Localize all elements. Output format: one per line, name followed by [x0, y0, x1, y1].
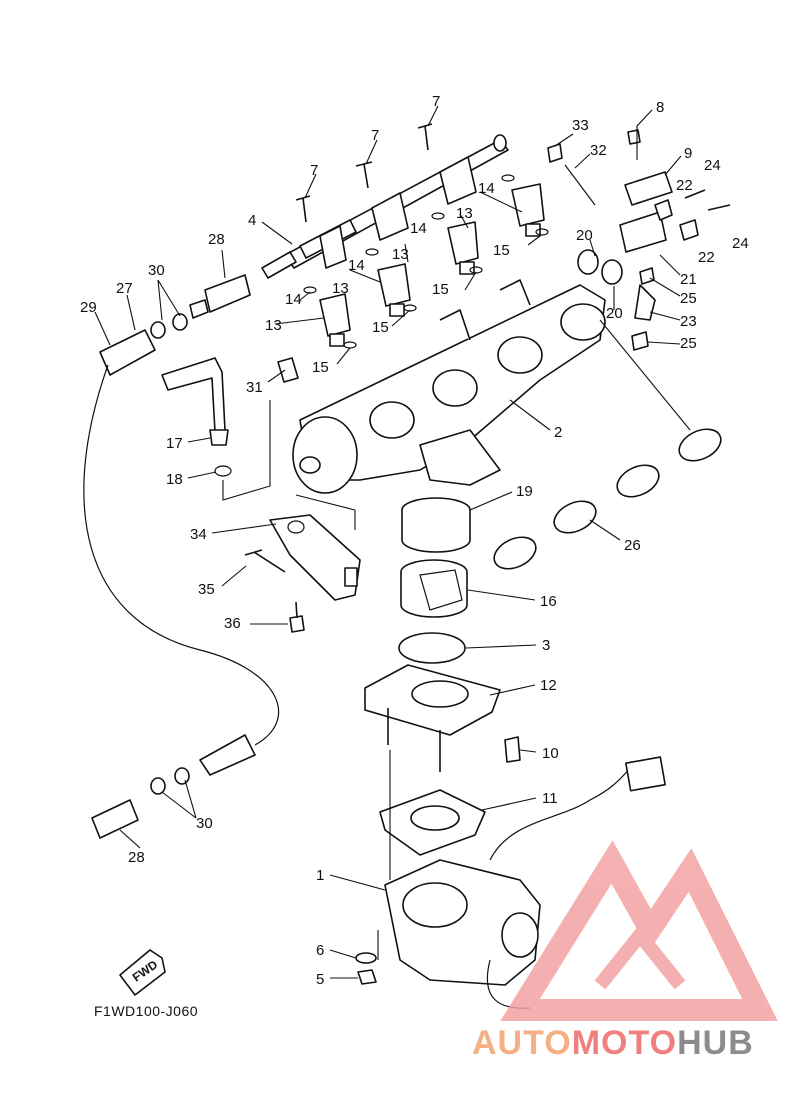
callout-13a: 13: [456, 205, 473, 222]
callout-18: 18: [166, 471, 183, 488]
callout-20b: 20: [606, 305, 623, 322]
watermark-text-moto: MOTO: [572, 1024, 677, 1062]
callout-31: 31: [246, 379, 263, 396]
callout-23: 23: [680, 313, 697, 330]
manifold-gasket: [493, 428, 722, 570]
callout-25a: 25: [680, 290, 697, 307]
callout-33: 33: [572, 117, 589, 134]
injectors: [303, 174, 549, 349]
callout-12: 12: [540, 677, 557, 694]
callout-32: 32: [590, 142, 607, 159]
callout-28a: 28: [208, 231, 225, 248]
callout-15b: 15: [432, 281, 449, 298]
callout-25b: 25: [680, 335, 697, 352]
callout-14d: 14: [285, 291, 302, 308]
callout-6: 6: [316, 942, 324, 959]
callout-10: 10: [542, 745, 559, 762]
callout-20a: 20: [576, 227, 593, 244]
callout-11: 11: [542, 790, 558, 807]
callout-26: 26: [624, 537, 641, 554]
watermark-text-auto: AUTO: [472, 1024, 572, 1062]
callout-15d: 15: [312, 359, 329, 376]
diagram-code: F1WD100-J060: [94, 1003, 198, 1019]
callout-22a: 22: [676, 177, 693, 194]
callout-14b: 14: [410, 220, 427, 237]
callout-36: 36: [224, 615, 241, 632]
rail-bolts: [295, 123, 433, 223]
watermark-triangle-inner: [594, 923, 686, 990]
pressure-sensor-group: [547, 129, 731, 351]
callout-9: 9: [684, 145, 692, 162]
fuel-rail: [261, 134, 509, 279]
watermark-text-hub: HUB: [677, 1024, 754, 1062]
callout-21: 21: [680, 271, 697, 288]
watermark-triangle-outer: [500, 840, 778, 1021]
throttle-sleeve-group: [398, 497, 471, 664]
intake-manifold: [292, 279, 606, 494]
vent-hose-group: [83, 274, 299, 839]
callout-16: 16: [540, 593, 557, 610]
callout-13d: 13: [265, 317, 282, 334]
bracket: [244, 514, 361, 633]
callout-14c: 14: [348, 257, 365, 274]
callout-22b: 22: [698, 249, 715, 266]
callout-4: 4: [248, 212, 256, 229]
watermark-text: AUTOMOTOHUB: [472, 1024, 754, 1062]
callout-24b: 24: [732, 235, 749, 252]
callout-15a: 15: [493, 242, 510, 259]
callout-7c: 7: [432, 93, 440, 110]
leader-lines: [94, 105, 691, 979]
callout-7b: 7: [371, 127, 379, 144]
callout-2: 2: [554, 424, 562, 441]
callout-3: 3: [542, 637, 550, 654]
callout-5: 5: [316, 971, 324, 988]
callout-8: 8: [656, 99, 664, 116]
callout-30b: 30: [196, 815, 213, 832]
callout-13c: 13: [332, 280, 349, 297]
fwd-arrow: FWD: [119, 949, 166, 996]
callout-13b: 13: [392, 246, 409, 263]
callout-35: 35: [198, 581, 215, 598]
callout-34: 34: [190, 526, 207, 543]
callout-14a: 14: [478, 180, 495, 197]
watermark-logo: [500, 840, 778, 1021]
callout-28b: 28: [128, 849, 145, 866]
callout-30a: 30: [148, 262, 165, 279]
adapter-plate: [364, 664, 521, 856]
callout-29: 29: [80, 299, 97, 316]
callout-15c: 15: [372, 319, 389, 336]
callout-1: 1: [316, 867, 324, 884]
callout-27: 27: [116, 280, 133, 297]
callout-19: 19: [516, 483, 533, 500]
callout-17: 17: [166, 435, 183, 452]
callout-labels: 7 7 7 8 9 33 32 24 22 24 22 4 14 13 14 1…: [80, 93, 749, 988]
callout-24a: 24: [704, 157, 721, 174]
throttle-body: [355, 756, 666, 1009]
callout-7a: 7: [310, 162, 318, 179]
